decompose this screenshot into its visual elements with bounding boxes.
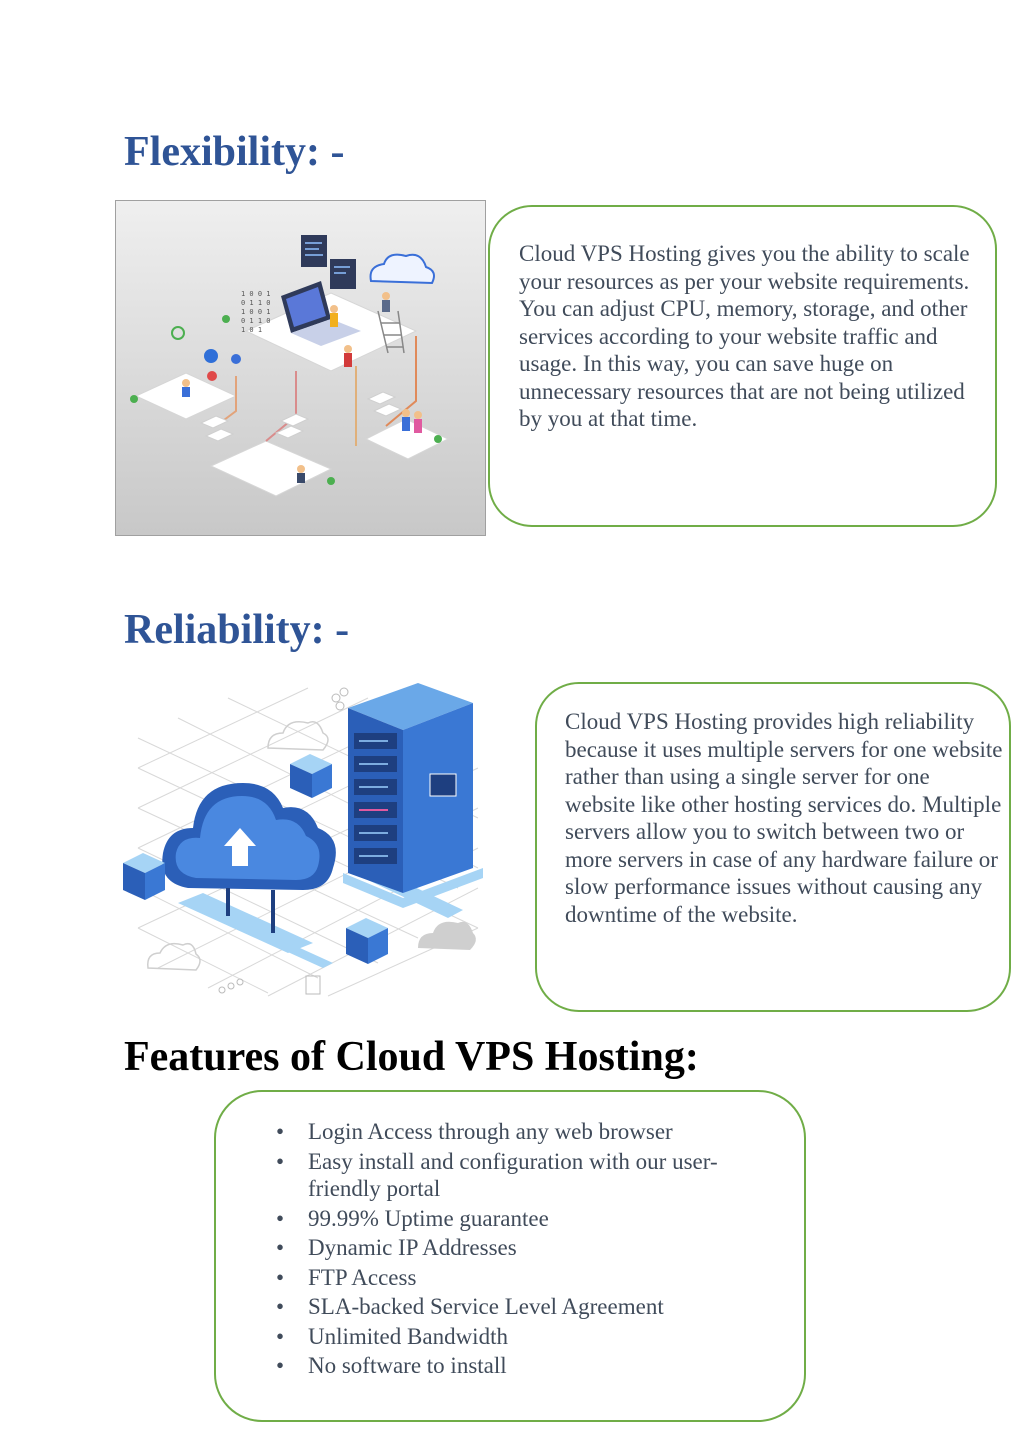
features-heading: Features of Cloud VPS Hosting: <box>124 1034 699 1080</box>
flexibility-text: Cloud VPS Hosting gives you the ability … <box>519 241 970 431</box>
svg-text:1 0 0 1: 1 0 0 1 <box>241 290 271 298</box>
svg-text:1 0 1: 1 0 1 <box>241 326 262 334</box>
svg-text:0 1 1 0: 0 1 1 0 <box>241 317 271 325</box>
feature-item: FTP Access <box>276 1264 746 1292</box>
feature-item: Unlimited Bandwidth <box>276 1323 746 1351</box>
reliability-text: Cloud VPS Hosting provides high reliabil… <box>565 709 1003 927</box>
flexibility-illustration: 1 0 0 1 0 1 1 0 1 0 0 1 0 1 1 0 1 0 1 <box>115 200 486 536</box>
feature-item: SLA-backed Service Level Agreement <box>276 1293 746 1321</box>
feature-item: Login Access through any web browser <box>276 1118 746 1146</box>
features-list: Login Access through any web browser Eas… <box>276 1118 746 1382</box>
isometric-cloud-network-illustration-icon: 1 0 0 1 0 1 1 0 1 0 0 1 0 1 1 0 1 0 1 <box>130 235 450 497</box>
feature-item: Dynamic IP Addresses <box>276 1234 746 1262</box>
feature-item: 99.99% Uptime guarantee <box>276 1205 746 1233</box>
feature-item: Easy install and configuration with our … <box>276 1148 746 1203</box>
flexibility-heading: Flexibility: - <box>124 129 345 175</box>
feature-item: No software to install <box>276 1352 746 1380</box>
isometric-cloud-server-illustration-icon <box>123 683 483 997</box>
reliability-text-box: Cloud VPS Hosting provides high reliabil… <box>535 682 1011 1012</box>
svg-text:1 0 0 1: 1 0 0 1 <box>241 308 271 316</box>
reliability-illustration <box>118 678 488 1000</box>
svg-text:0 1 1 0: 0 1 1 0 <box>241 299 271 307</box>
reliability-heading: Reliability: - <box>124 607 350 653</box>
features-box: Login Access through any web browser Eas… <box>214 1090 806 1422</box>
flexibility-text-box: Cloud VPS Hosting gives you the ability … <box>488 205 997 527</box>
